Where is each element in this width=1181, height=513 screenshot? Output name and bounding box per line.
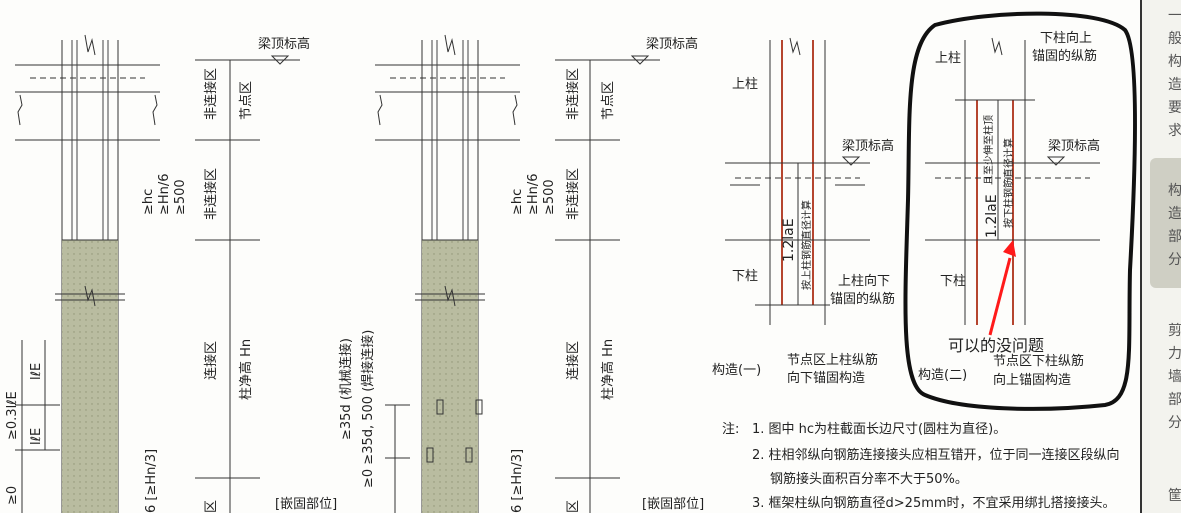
strip-char: 般 (1168, 31, 1181, 47)
panel-1-beam-top: 梁顶标高 (258, 36, 310, 52)
strip-char: 部 (1168, 229, 1181, 245)
c1-lower-col: 下柱 (732, 269, 758, 284)
strip-char: 墙 (1168, 369, 1181, 385)
c1-caption-left: 构造(一) (712, 363, 762, 378)
note-2-cont: 钢筋接头面积百分率不大于50%。 (770, 472, 968, 487)
strip-char: 构 (1168, 183, 1181, 199)
panel-2-splice-dim-1: ≥35d (机械连接) (338, 338, 354, 440)
c2-lower-col: 下柱 (940, 274, 966, 289)
note-1: 1. 图中 hc为柱截面长边尺寸(圆柱为直径)。 (752, 422, 1007, 437)
panel-2-bottom-zone: 区 (566, 500, 581, 513)
strip-char: 剪 (1168, 323, 1181, 339)
panel-2-beam-top: 梁顶标高 (646, 36, 698, 52)
panel-1-zone-splice: 连接区 (203, 341, 219, 380)
panel-2-zone-non-splice-mid: 非连接区 (565, 168, 581, 220)
panel-1-embed: [嵌固部位] (275, 497, 337, 512)
panel-2-zone-splice: 连接区 (565, 341, 581, 380)
panel-2-zone-node: 节点区 (601, 81, 616, 120)
notes-prefix: 注: (722, 422, 740, 437)
strip-char: 筐 (1168, 488, 1181, 504)
c2-anchor-note-1: 且至少伸至柱顶 (982, 115, 995, 185)
construction-1-labels: 上柱 下柱 梁顶标高 1.2laE 按上柱钢筋直径计算 上柱向下 锚固的纵筋 (732, 77, 895, 307)
section-tab (1150, 158, 1181, 288)
panel-2-req-3: ≥500 (542, 179, 557, 215)
panel-1-labels: 梁顶标高 非连接区 节点区 ≥hc ≥Hn/6 ≥500 非连接区 连接区 柱净… (5, 36, 337, 513)
panel-2-labels: 梁顶标高 非连接区 节点区 ≥hc ≥Hn/6 ≥500 非连接区 连接区 柱净… (338, 36, 704, 513)
strip-char: 要 (1168, 100, 1181, 116)
c1-caption-right-2: 向下锚固构造 (787, 371, 866, 386)
c1-caption-right-1: 节点区上柱纵筋 (787, 353, 879, 368)
c1-beam-top: 梁顶标高 (842, 138, 894, 154)
panel-1-clear-height: 柱净高 Hn (238, 339, 254, 400)
panel-1-zone-node: 节点区 (239, 81, 254, 120)
panel-2-splice-dim-2: ≥0 ≥35d, 500 (焊接连接) (360, 330, 376, 488)
strip-char: 力 (1168, 346, 1181, 362)
c2-anchor-note-2: 按下柱钢筋直径计算 (1002, 138, 1015, 228)
c2-anchor-len: 1.2laE (984, 194, 1000, 238)
c2-caption-right-2: 向上锚固构造 (993, 373, 1072, 388)
c2-question: 可以的没问题 (948, 336, 1044, 355)
panel-1-req-2: ≥Hn/6 (157, 173, 172, 215)
c1-anchor-note: 按上柱钢筋直径计算 (800, 200, 813, 290)
construction-2-drawing (903, 11, 1137, 411)
panel-1-req-3: ≥500 (173, 179, 188, 215)
strip-char: 造 (1168, 206, 1181, 222)
panel-1-bottom-req: 6 [≥Hn/3] (144, 449, 159, 513)
panel-2-zone-non-splice-top: 非连接区 (565, 68, 581, 120)
panel-1-zone-non-splice-mid: 非连接区 (203, 168, 219, 220)
construction-1-drawing (725, 37, 870, 325)
strip-char: 分 (1168, 415, 1181, 431)
panel-1-splice-dim-1: ≥0.3lℓE (5, 391, 20, 440)
c1-anchor-desc-1: 上柱向下 (838, 273, 890, 289)
panel-2-embed: [嵌固部位] (642, 497, 704, 512)
strip-char: 一 (1168, 8, 1181, 24)
panel-2-req-2: ≥Hn/6 (526, 173, 541, 215)
strip-char: 造 (1168, 77, 1181, 93)
note-3: 3. 框架柱纵向钢筋直径d>25mm时，不宜采用绑扎搭接接头。 (752, 496, 1116, 511)
panel-2-bottom-req: 6 [≥Hn/3] (510, 449, 525, 513)
panel-2-column (375, 34, 660, 513)
c1-anchor-desc-2: 锚固的纵筋 (830, 291, 895, 307)
panel-1-zone-non-splice-top: 非连接区 (203, 68, 219, 120)
panel-2-req-1: ≥hc (510, 189, 525, 215)
panel-1-req-1: ≥hc (141, 189, 156, 215)
panel-1-bottom-zone: 区 (204, 500, 219, 513)
c1-anchor-len: 1.2laE (781, 218, 797, 262)
panel-1-splice-dim-4: ≥0 (5, 486, 20, 505)
note-2: 2. 柱相邻纵向钢筋连接接头应相互错开，位于同一连接区段纵向 (752, 448, 1120, 463)
c2-caption-left: 构造(二) (918, 368, 968, 383)
c2-beam-top: 梁顶标高 (1048, 138, 1100, 154)
panel-1-column (15, 34, 300, 513)
strip-char: 部 (1168, 392, 1181, 408)
panel-1-splice-dim-2: lℓE (29, 363, 44, 380)
strip-char: 分 (1168, 252, 1181, 268)
strip-char: 构 (1168, 54, 1181, 70)
c2-anchor-desc-1: 下柱向上 (1040, 30, 1092, 46)
c2-caption-right-1: 节点区下柱纵筋 (993, 354, 1085, 369)
strip-char: 求 (1168, 123, 1181, 139)
construction-2-labels: 上柱 下柱 梁顶标高 1.2laE 且至少伸至柱顶 按下柱钢筋直径计算 下柱向上… (935, 30, 1100, 355)
c2-upper-col: 上柱 (935, 51, 961, 66)
panel-1-splice-dim-3: lℓE (29, 428, 44, 445)
c1-upper-col: 上柱 (732, 77, 758, 92)
c2-anchor-desc-2: 锚固的纵筋 (1032, 48, 1097, 64)
panel-2-clear-height: 柱净高 Hn (600, 339, 616, 400)
